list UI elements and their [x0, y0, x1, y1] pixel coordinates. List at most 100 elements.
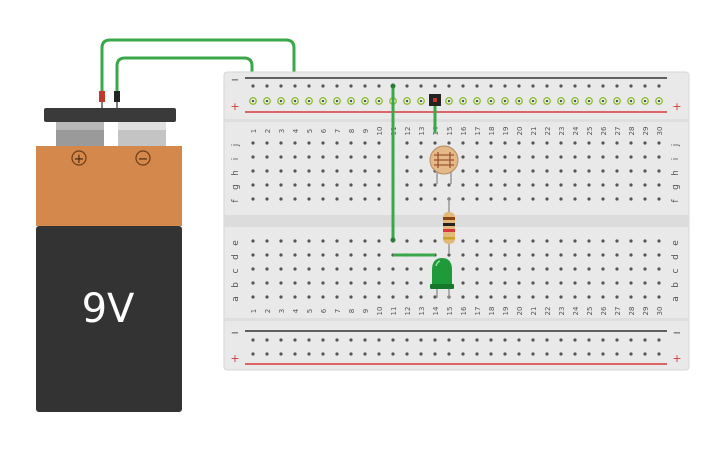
- breadboard-hole[interactable]: [279, 141, 283, 145]
- breadboard-hole[interactable]: [265, 295, 269, 299]
- breadboard-hole[interactable]: [545, 253, 549, 257]
- breadboard-hole[interactable]: [489, 169, 493, 173]
- breadboard-hole[interactable]: [545, 141, 549, 145]
- breadboard-hole[interactable]: [377, 338, 381, 342]
- breadboard-hole[interactable]: [503, 169, 507, 173]
- breadboard-hole[interactable]: [643, 183, 647, 187]
- breadboard-hole[interactable]: [545, 183, 549, 187]
- breadboard-hole[interactable]: [559, 239, 563, 243]
- led[interactable]: [430, 258, 454, 298]
- breadboard-hole[interactable]: [433, 141, 437, 145]
- breadboard-hole[interactable]: [461, 197, 465, 201]
- breadboard-hole[interactable]: [279, 338, 283, 342]
- breadboard-hole[interactable]: [349, 239, 353, 243]
- breadboard-hole[interactable]: [531, 155, 535, 159]
- breadboard-hole[interactable]: [615, 281, 619, 285]
- breadboard-hole[interactable]: [615, 267, 619, 271]
- breadboard-hole[interactable]: [251, 267, 255, 271]
- breadboard-hole[interactable]: [643, 169, 647, 173]
- breadboard-hole[interactable]: [349, 169, 353, 173]
- breadboard-hole[interactable]: [503, 141, 507, 145]
- breadboard-hole[interactable]: [531, 183, 535, 187]
- breadboard-hole[interactable]: [293, 183, 297, 187]
- breadboard-hole[interactable]: [307, 281, 311, 285]
- breadboard-hole[interactable]: [517, 155, 521, 159]
- breadboard-hole[interactable]: [279, 352, 283, 356]
- breadboard-hole[interactable]: [615, 84, 619, 88]
- breadboard-hole[interactable]: [657, 253, 661, 257]
- breadboard-hole[interactable]: [559, 141, 563, 145]
- breadboard-hole[interactable]: [587, 295, 591, 299]
- breadboard-hole[interactable]: [335, 197, 339, 201]
- breadboard-hole[interactable]: [629, 295, 633, 299]
- breadboard-hole[interactable]: [489, 338, 493, 342]
- breadboard-hole[interactable]: [419, 295, 423, 299]
- breadboard-hole[interactable]: [657, 281, 661, 285]
- breadboard-hole[interactable]: [293, 239, 297, 243]
- breadboard-hole[interactable]: [419, 281, 423, 285]
- breadboard-hole[interactable]: [335, 253, 339, 257]
- breadboard-hole[interactable]: [349, 352, 353, 356]
- breadboard-hole[interactable]: [503, 183, 507, 187]
- resistor[interactable]: [443, 198, 455, 254]
- breadboard-hole[interactable]: [531, 352, 535, 356]
- breadboard-hole[interactable]: [643, 84, 647, 88]
- breadboard-hole[interactable]: [251, 338, 255, 342]
- breadboard-hole[interactable]: [475, 267, 479, 271]
- breadboard-hole[interactable]: [391, 338, 395, 342]
- breadboard-hole[interactable]: [559, 84, 563, 88]
- breadboard-hole[interactable]: [419, 183, 423, 187]
- board-wires[interactable]: [390, 83, 437, 257]
- breadboard-hole[interactable]: [643, 155, 647, 159]
- breadboard-hole[interactable]: [321, 267, 325, 271]
- breadboard-hole[interactable]: [587, 155, 591, 159]
- breadboard-hole[interactable]: [251, 281, 255, 285]
- breadboard-hole[interactable]: [461, 253, 465, 257]
- breadboard-hole[interactable]: [517, 197, 521, 201]
- breadboard-hole[interactable]: [461, 84, 465, 88]
- breadboard-hole[interactable]: [475, 295, 479, 299]
- breadboard-hole[interactable]: [363, 253, 367, 257]
- breadboard-hole[interactable]: [587, 141, 591, 145]
- breadboard-hole[interactable]: [531, 197, 535, 201]
- breadboard-hole[interactable]: [573, 141, 577, 145]
- breadboard-hole[interactable]: [517, 239, 521, 243]
- breadboard-hole[interactable]: [321, 239, 325, 243]
- breadboard-hole[interactable]: [363, 197, 367, 201]
- breadboard-hole[interactable]: [251, 253, 255, 257]
- breadboard-hole[interactable]: [601, 352, 605, 356]
- breadboard-hole[interactable]: [531, 84, 535, 88]
- breadboard-hole[interactable]: [475, 169, 479, 173]
- breadboard-hole[interactable]: [293, 169, 297, 173]
- breadboard-hole[interactable]: [363, 183, 367, 187]
- breadboard-hole[interactable]: [461, 338, 465, 342]
- breadboard-hole[interactable]: [279, 155, 283, 159]
- breadboard-hole[interactable]: [573, 84, 577, 88]
- breadboard-hole[interactable]: [587, 239, 591, 243]
- battery-wires[interactable]: [99, 38, 296, 108]
- breadboard-hole[interactable]: [517, 141, 521, 145]
- breadboard-hole[interactable]: [279, 253, 283, 257]
- breadboard-hole[interactable]: [517, 281, 521, 285]
- breadboard-hole[interactable]: [363, 281, 367, 285]
- breadboard-hole[interactable]: [503, 295, 507, 299]
- breadboard-hole[interactable]: [321, 183, 325, 187]
- breadboard-hole[interactable]: [643, 352, 647, 356]
- breadboard-hole[interactable]: [629, 141, 633, 145]
- breadboard-hole[interactable]: [573, 338, 577, 342]
- breadboard-hole[interactable]: [279, 267, 283, 271]
- breadboard-hole[interactable]: [587, 338, 591, 342]
- breadboard-hole[interactable]: [307, 352, 311, 356]
- breadboard-hole[interactable]: [377, 169, 381, 173]
- breadboard-hole[interactable]: [475, 84, 479, 88]
- breadboard-hole[interactable]: [615, 155, 619, 159]
- breadboard-hole[interactable]: [629, 183, 633, 187]
- breadboard-hole[interactable]: [265, 169, 269, 173]
- breadboard-hole[interactable]: [307, 155, 311, 159]
- breadboard-hole[interactable]: [615, 295, 619, 299]
- breadboard-hole[interactable]: [559, 281, 563, 285]
- breadboard-hole[interactable]: [377, 84, 381, 88]
- breadboard-hole[interactable]: [489, 267, 493, 271]
- breadboard-hole[interactable]: [363, 155, 367, 159]
- breadboard-hole[interactable]: [321, 169, 325, 173]
